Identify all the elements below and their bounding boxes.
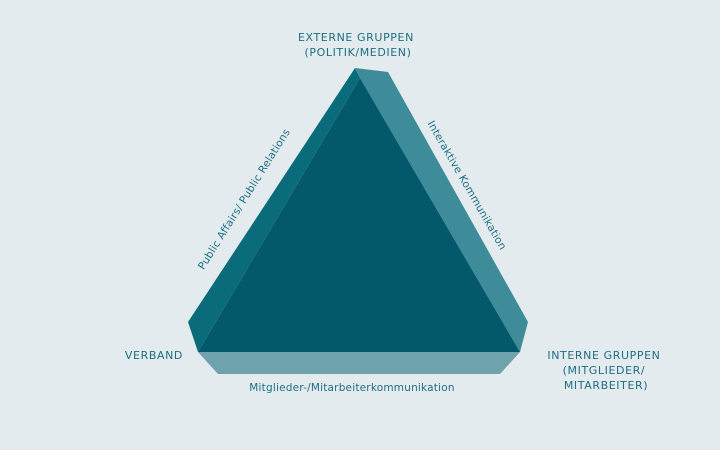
bottom-bevel-face	[198, 352, 520, 374]
right-bevel-face	[355, 68, 528, 352]
node-right-line1: INTERNE GRUPPEN	[547, 349, 660, 362]
left-bevel-face	[188, 68, 360, 352]
front-triangle-face	[198, 78, 520, 352]
node-left-label: VERBAND	[125, 349, 183, 362]
node-right-line2: (MITGLIEDER/	[563, 364, 646, 377]
node-top-line1: EXTERNE GRUPPEN	[298, 31, 414, 44]
node-top-line2: (POLITIK/MEDIEN)	[304, 46, 411, 59]
node-right-line3: MITARBEITER)	[564, 379, 648, 392]
edge-bottom-label: Mitglieder-/Mitarbeiterkommunikation	[249, 382, 454, 394]
node-right-label: INTERNE GRUPPEN (MITGLIEDER/ MITARBEITER…	[547, 349, 664, 392]
node-top-label: EXTERNE GRUPPEN (POLITIK/MEDIEN)	[298, 31, 418, 59]
